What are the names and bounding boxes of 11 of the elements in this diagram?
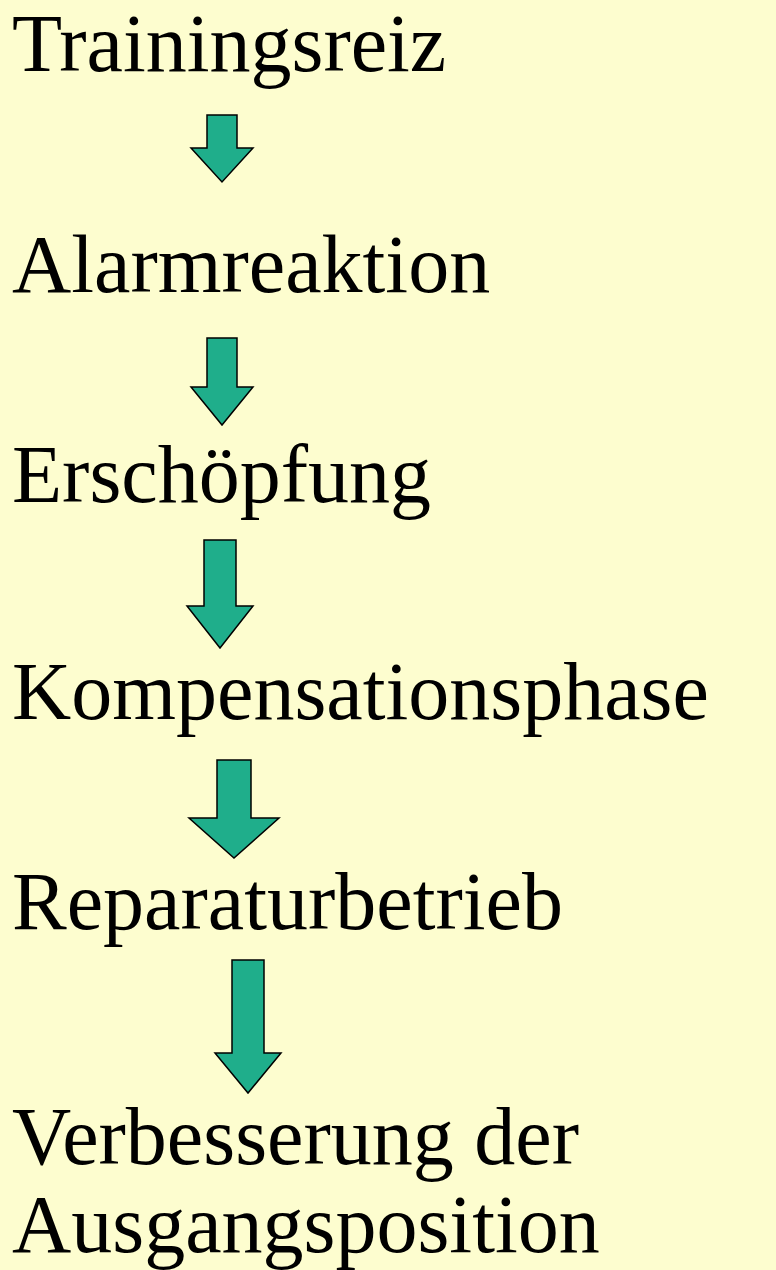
block-arrow (189, 114, 255, 184)
stage-label: Reparaturbetrieb (12, 858, 563, 946)
block-arrow (189, 337, 255, 427)
stage-label: Kompensationsphase (12, 648, 709, 736)
block-arrow (187, 759, 281, 859)
stage-label: Trainingsreiz (12, 0, 447, 88)
stage-label: Alarmreaktion (12, 221, 491, 309)
stage-label: Erschöpfung (12, 431, 431, 519)
block-arrow (185, 539, 255, 650)
block-arrow (213, 959, 283, 1095)
stage-label: Verbesserung der Ausgangsposition (12, 1093, 601, 1269)
